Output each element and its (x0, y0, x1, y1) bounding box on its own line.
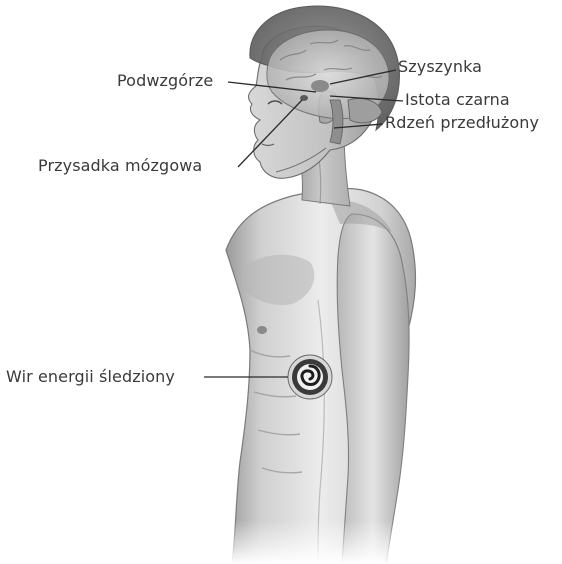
thalamus (311, 80, 329, 92)
nipple (257, 326, 267, 334)
bottom-fade (200, 520, 440, 564)
arm (337, 214, 409, 564)
label-hypothalamus: Podwzgórze (117, 72, 213, 90)
label-pineal-gland: Szyszynka (398, 58, 482, 76)
label-pituitary: Przysadka mózgowa (38, 157, 202, 175)
label-medulla: Rdzeń przedłużony (385, 114, 539, 132)
label-spleen-vortex: Wir energii śledziony (6, 368, 175, 386)
label-substantia-nigra: Istota czarna (405, 91, 510, 109)
spleen-vortex-icon (288, 355, 332, 399)
